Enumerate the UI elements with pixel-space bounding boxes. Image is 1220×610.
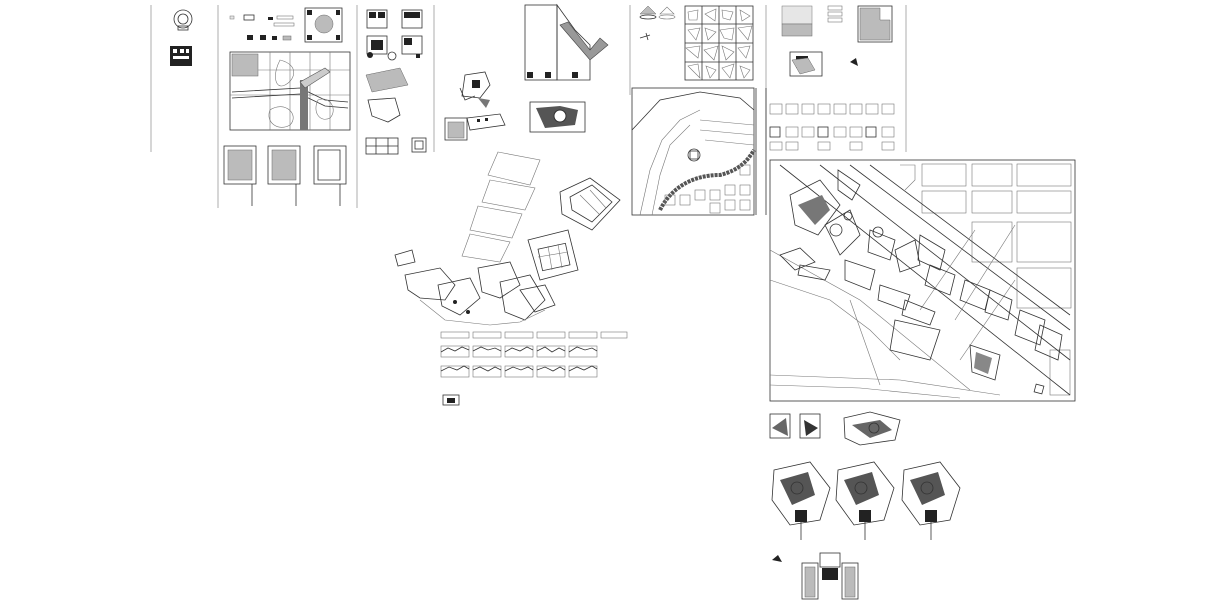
- main-urban-plan[interactable]: [769, 159, 1076, 402]
- repeated-site-plan-2: [835, 461, 895, 540]
- repeated-site-plan-1: [771, 461, 831, 540]
- sheet-a-ring-plan[interactable]: [170, 9, 193, 66]
- sheet-b-site-plans[interactable]: [223, 7, 351, 206]
- gate-plan: [772, 552, 859, 600]
- section-strips: [440, 331, 628, 378]
- repeated-site-plan-3: [901, 461, 961, 540]
- center-exploded-diagram[interactable]: [394, 151, 628, 406]
- sheet-c-plan-tiles[interactable]: [365, 9, 427, 155]
- sheet-dividers: [150, 5, 907, 208]
- sheet-d-building-plans[interactable]: [444, 3, 609, 141]
- city-map-tile[interactable]: [631, 87, 767, 216]
- sheet-e-district-tiles[interactable]: [639, 5, 754, 81]
- sheet-f-block-tiles[interactable]: [769, 5, 895, 151]
- bottom-right-plan-series[interactable]: [769, 411, 961, 600]
